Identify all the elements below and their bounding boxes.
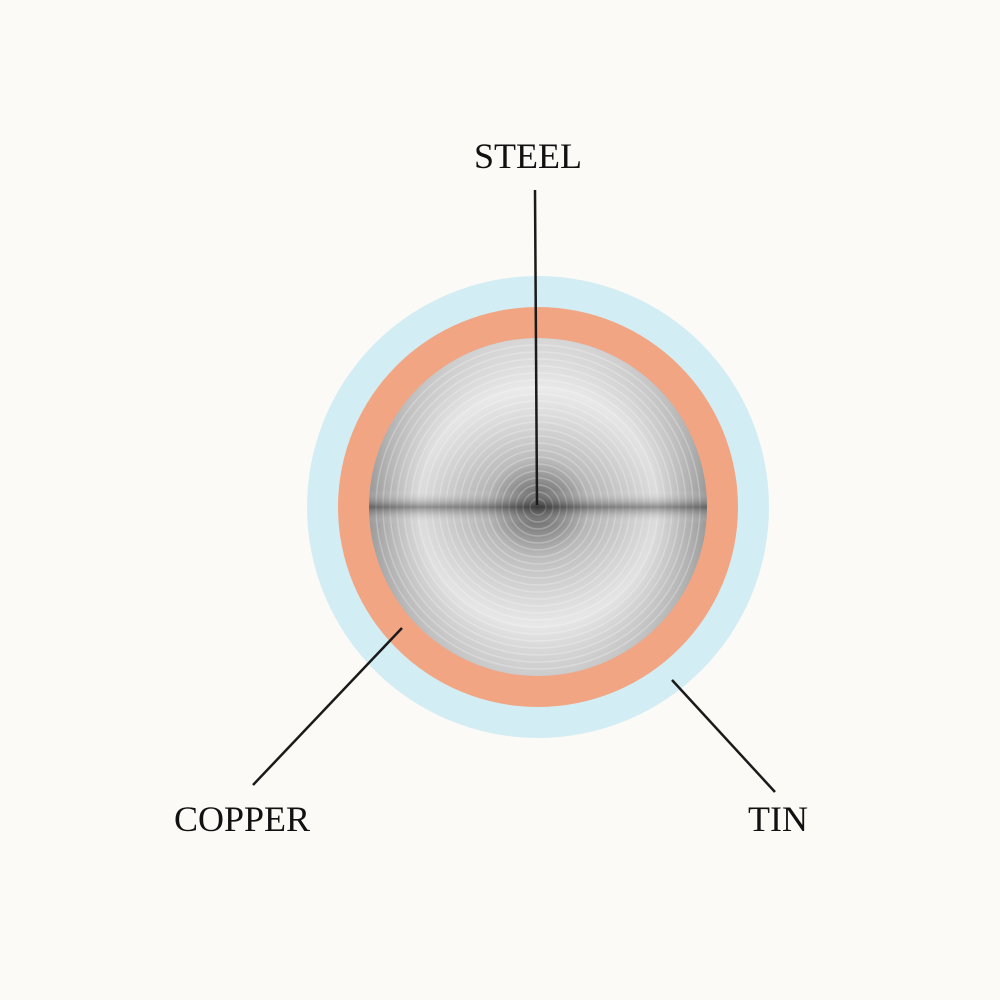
steel-leader-line — [533, 189, 539, 506]
tin-leader-line — [671, 679, 776, 793]
steel-core-shine — [369, 338, 707, 676]
tin-label: TIN — [748, 799, 808, 839]
steel-label: STEEL — [474, 136, 582, 176]
copper-label: COPPER — [174, 799, 311, 839]
copper-leader-line — [252, 627, 403, 786]
